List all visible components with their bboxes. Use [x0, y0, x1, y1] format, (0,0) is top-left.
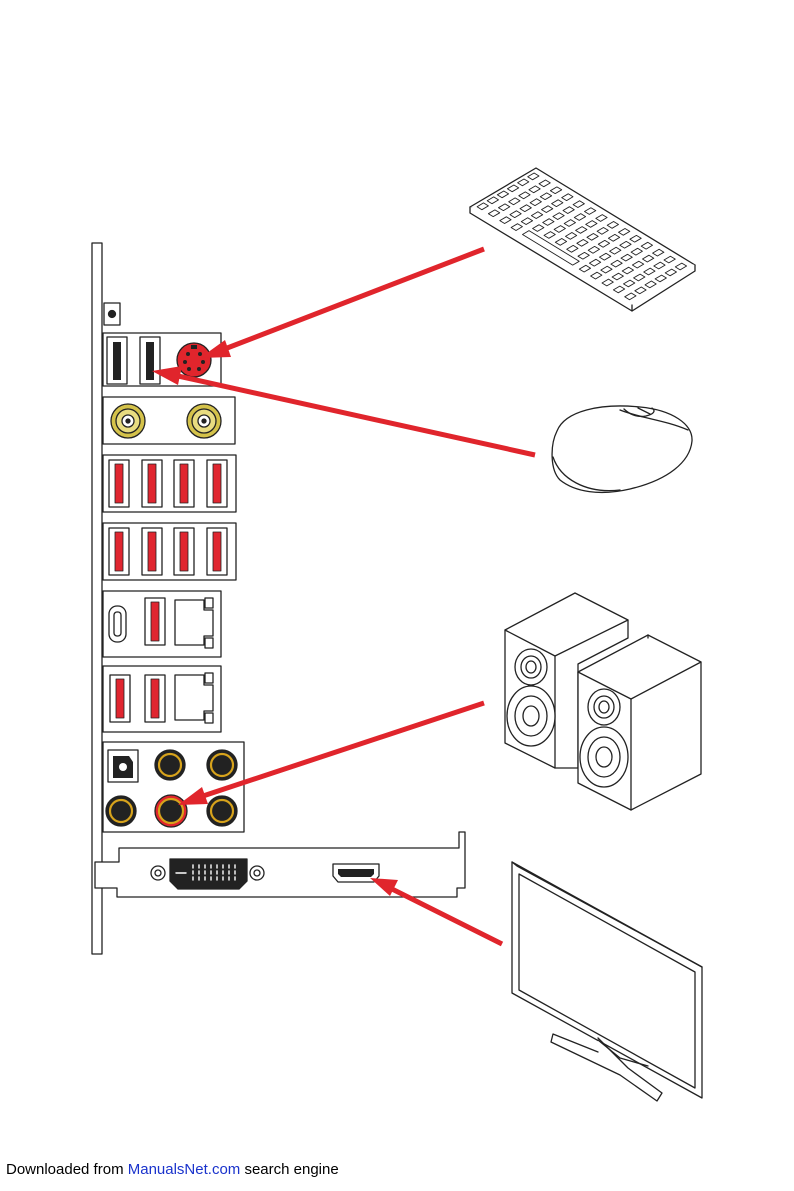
graphics-card-bracket: [95, 832, 465, 897]
usb3-port: [142, 460, 162, 507]
usb3-port: [110, 675, 130, 722]
ps2-port: [177, 343, 211, 377]
usb3-port: [174, 528, 194, 575]
usb2-port: [140, 337, 160, 384]
usb3-port: [145, 598, 165, 645]
footer-prefix: Downloaded from: [6, 1161, 128, 1178]
usb3-port: [145, 675, 165, 722]
usb3-port: [207, 528, 227, 575]
audio-jack: [207, 750, 237, 780]
audio-jack: [207, 796, 237, 826]
audio-jack: [106, 796, 136, 826]
keyboard-to-ps2-arrow: [200, 249, 484, 358]
usb3-port: [109, 460, 129, 507]
antenna-connector-1: [111, 404, 145, 438]
usb2-ps2-group: [103, 333, 221, 386]
clear-cmos-button: [104, 303, 120, 325]
usb3-group-2: [103, 523, 236, 580]
lan-port: [175, 673, 213, 723]
usb3-group-1: [103, 455, 236, 512]
audio-jack: [155, 750, 185, 780]
footer-suffix: search engine: [240, 1161, 338, 1178]
speakers-icon: [505, 593, 701, 810]
usb3-port: [174, 460, 194, 507]
monitor-icon: [512, 862, 702, 1101]
manualsnet-link[interactable]: ManualsNet.com: [128, 1161, 241, 1178]
usb3-port: [207, 460, 227, 507]
antenna-group: [103, 397, 235, 444]
usb-c-port: [109, 606, 126, 642]
usb3-port: [142, 528, 162, 575]
keyboard-icon: [470, 168, 695, 311]
optical-spdif-port: [108, 750, 138, 782]
line-out-jack: [155, 795, 187, 827]
usb3-port: [109, 528, 129, 575]
usbc-lan-group: [103, 591, 221, 657]
antenna-connector-2: [187, 404, 221, 438]
lan-port: [175, 598, 213, 648]
footer-text: Downloaded from ManualsNet.com search en…: [6, 1161, 339, 1178]
usb2-port-1: [107, 337, 127, 384]
usb-lan-group: [103, 666, 221, 732]
mouse-icon: [552, 406, 692, 492]
